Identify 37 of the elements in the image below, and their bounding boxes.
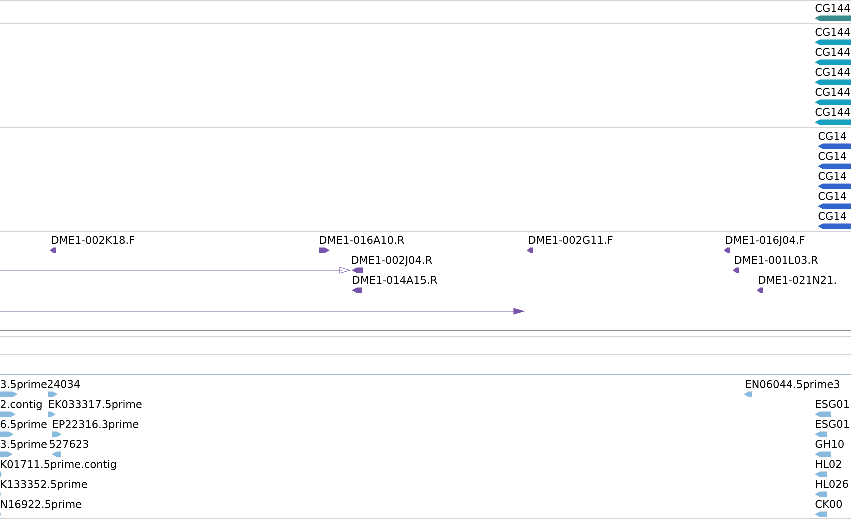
feature-label: CG144 <box>816 48 850 56</box>
feature-label: CG144 <box>816 4 850 12</box>
feature-label: CG14 <box>818 192 846 200</box>
feature-label: DME1-002G11.F <box>529 236 613 244</box>
feature-label: 527623 <box>50 440 88 448</box>
feature-label: HL026 <box>816 480 848 488</box>
feature-label: EK033317.5prime <box>49 400 142 410</box>
feature-label: ESG01 <box>816 400 850 408</box>
feature-label: 6.5prime <box>0 420 47 430</box>
feature-label: 3.5prime <box>1 380 47 390</box>
feature-label: EP22316.3prime <box>53 420 139 430</box>
feature-label: GH10 <box>816 440 844 448</box>
feature-label: DME1-002K18.F <box>52 236 134 244</box>
feature-label: CG14 <box>818 172 846 180</box>
feature-label: DME1-002J04.R <box>352 256 432 266</box>
feature-label: DME1-021N21. <box>759 276 836 284</box>
feature-label: DME1-001L03.R <box>735 256 818 264</box>
feature-label: CG14 <box>818 212 846 220</box>
feature-label: K133352.5prime <box>1 480 88 490</box>
feature-label: HL02 <box>816 460 842 468</box>
feature-label: CK00 <box>816 500 842 508</box>
feature-label: CG14 <box>818 132 846 140</box>
feature-label: DME1-016A10.R <box>320 236 404 244</box>
feature-label: ESG01 <box>816 420 850 428</box>
feature-label: CG14 <box>818 152 846 160</box>
feature-label: CG144 <box>816 108 850 116</box>
feature-label: DME1-016J04.F <box>726 236 805 246</box>
feature-label: 2.contig <box>0 400 42 410</box>
feature-label: CG144 <box>816 28 850 36</box>
feature-label: 24034 <box>48 380 80 388</box>
feature-label: K01711.5prime.contig <box>1 460 116 470</box>
feature-label: EN06044.5prime3 <box>746 380 840 390</box>
feature-label: DME1-014A15.R <box>353 276 438 284</box>
feature-label: CG144 <box>816 68 850 76</box>
feature-label: N16922.5prime <box>1 500 82 510</box>
feature-label: 3.5prime <box>1 440 47 450</box>
feature-label: CG144 <box>816 88 850 96</box>
